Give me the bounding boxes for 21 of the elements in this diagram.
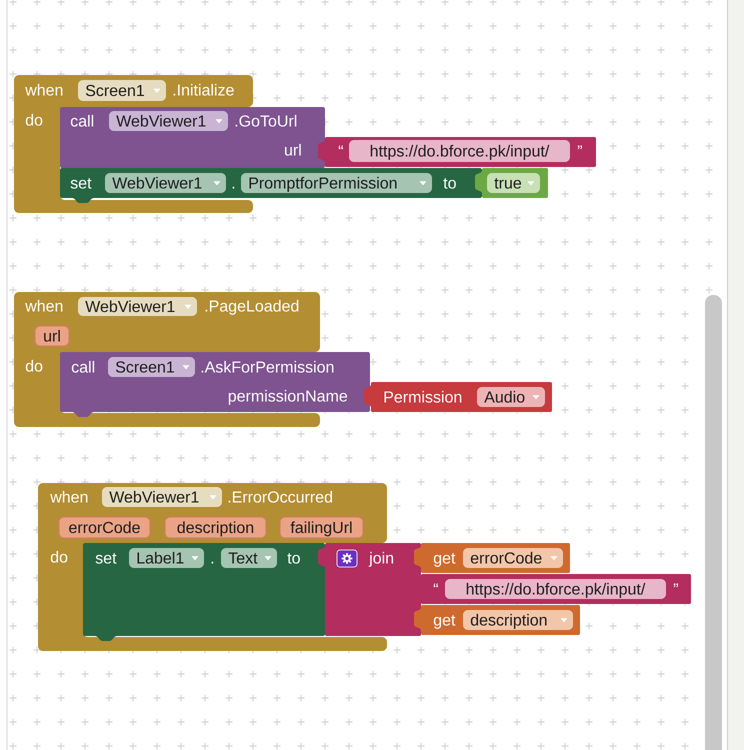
parameter-field: failingUrl xyxy=(279,516,364,539)
dropdown-field: WebViewer1 xyxy=(102,487,222,507)
dropdown-field: true xyxy=(487,173,540,193)
node-label: ” xyxy=(674,583,678,588)
dropdown-field: description xyxy=(463,610,573,630)
dropdown-field: errorCode xyxy=(463,548,563,568)
dropdown-field: Label1 xyxy=(129,548,204,568)
dropdown-field: WebViewer1 xyxy=(78,297,197,316)
dropdown-field: Audio xyxy=(477,387,545,407)
dropdown-field: Screen1 xyxy=(108,357,195,377)
parameter-field: description xyxy=(164,516,267,539)
dropdown-field: WebViewer1 xyxy=(105,173,226,193)
dropdown-field: Text xyxy=(221,548,277,568)
parameter-field: errorCode xyxy=(58,516,151,539)
parameter-field: url xyxy=(34,325,70,347)
node-label: “ xyxy=(434,583,438,588)
dropdown-field: Screen1 xyxy=(78,80,166,101)
dropdown-field: PromptforPermission xyxy=(241,173,432,193)
text-field: https://do.bforce.pk/input/ xyxy=(349,140,570,162)
dropdown-field: WebViewer1 xyxy=(109,111,228,131)
text-field: https://do.bforce.pk/input/ xyxy=(445,579,666,599)
